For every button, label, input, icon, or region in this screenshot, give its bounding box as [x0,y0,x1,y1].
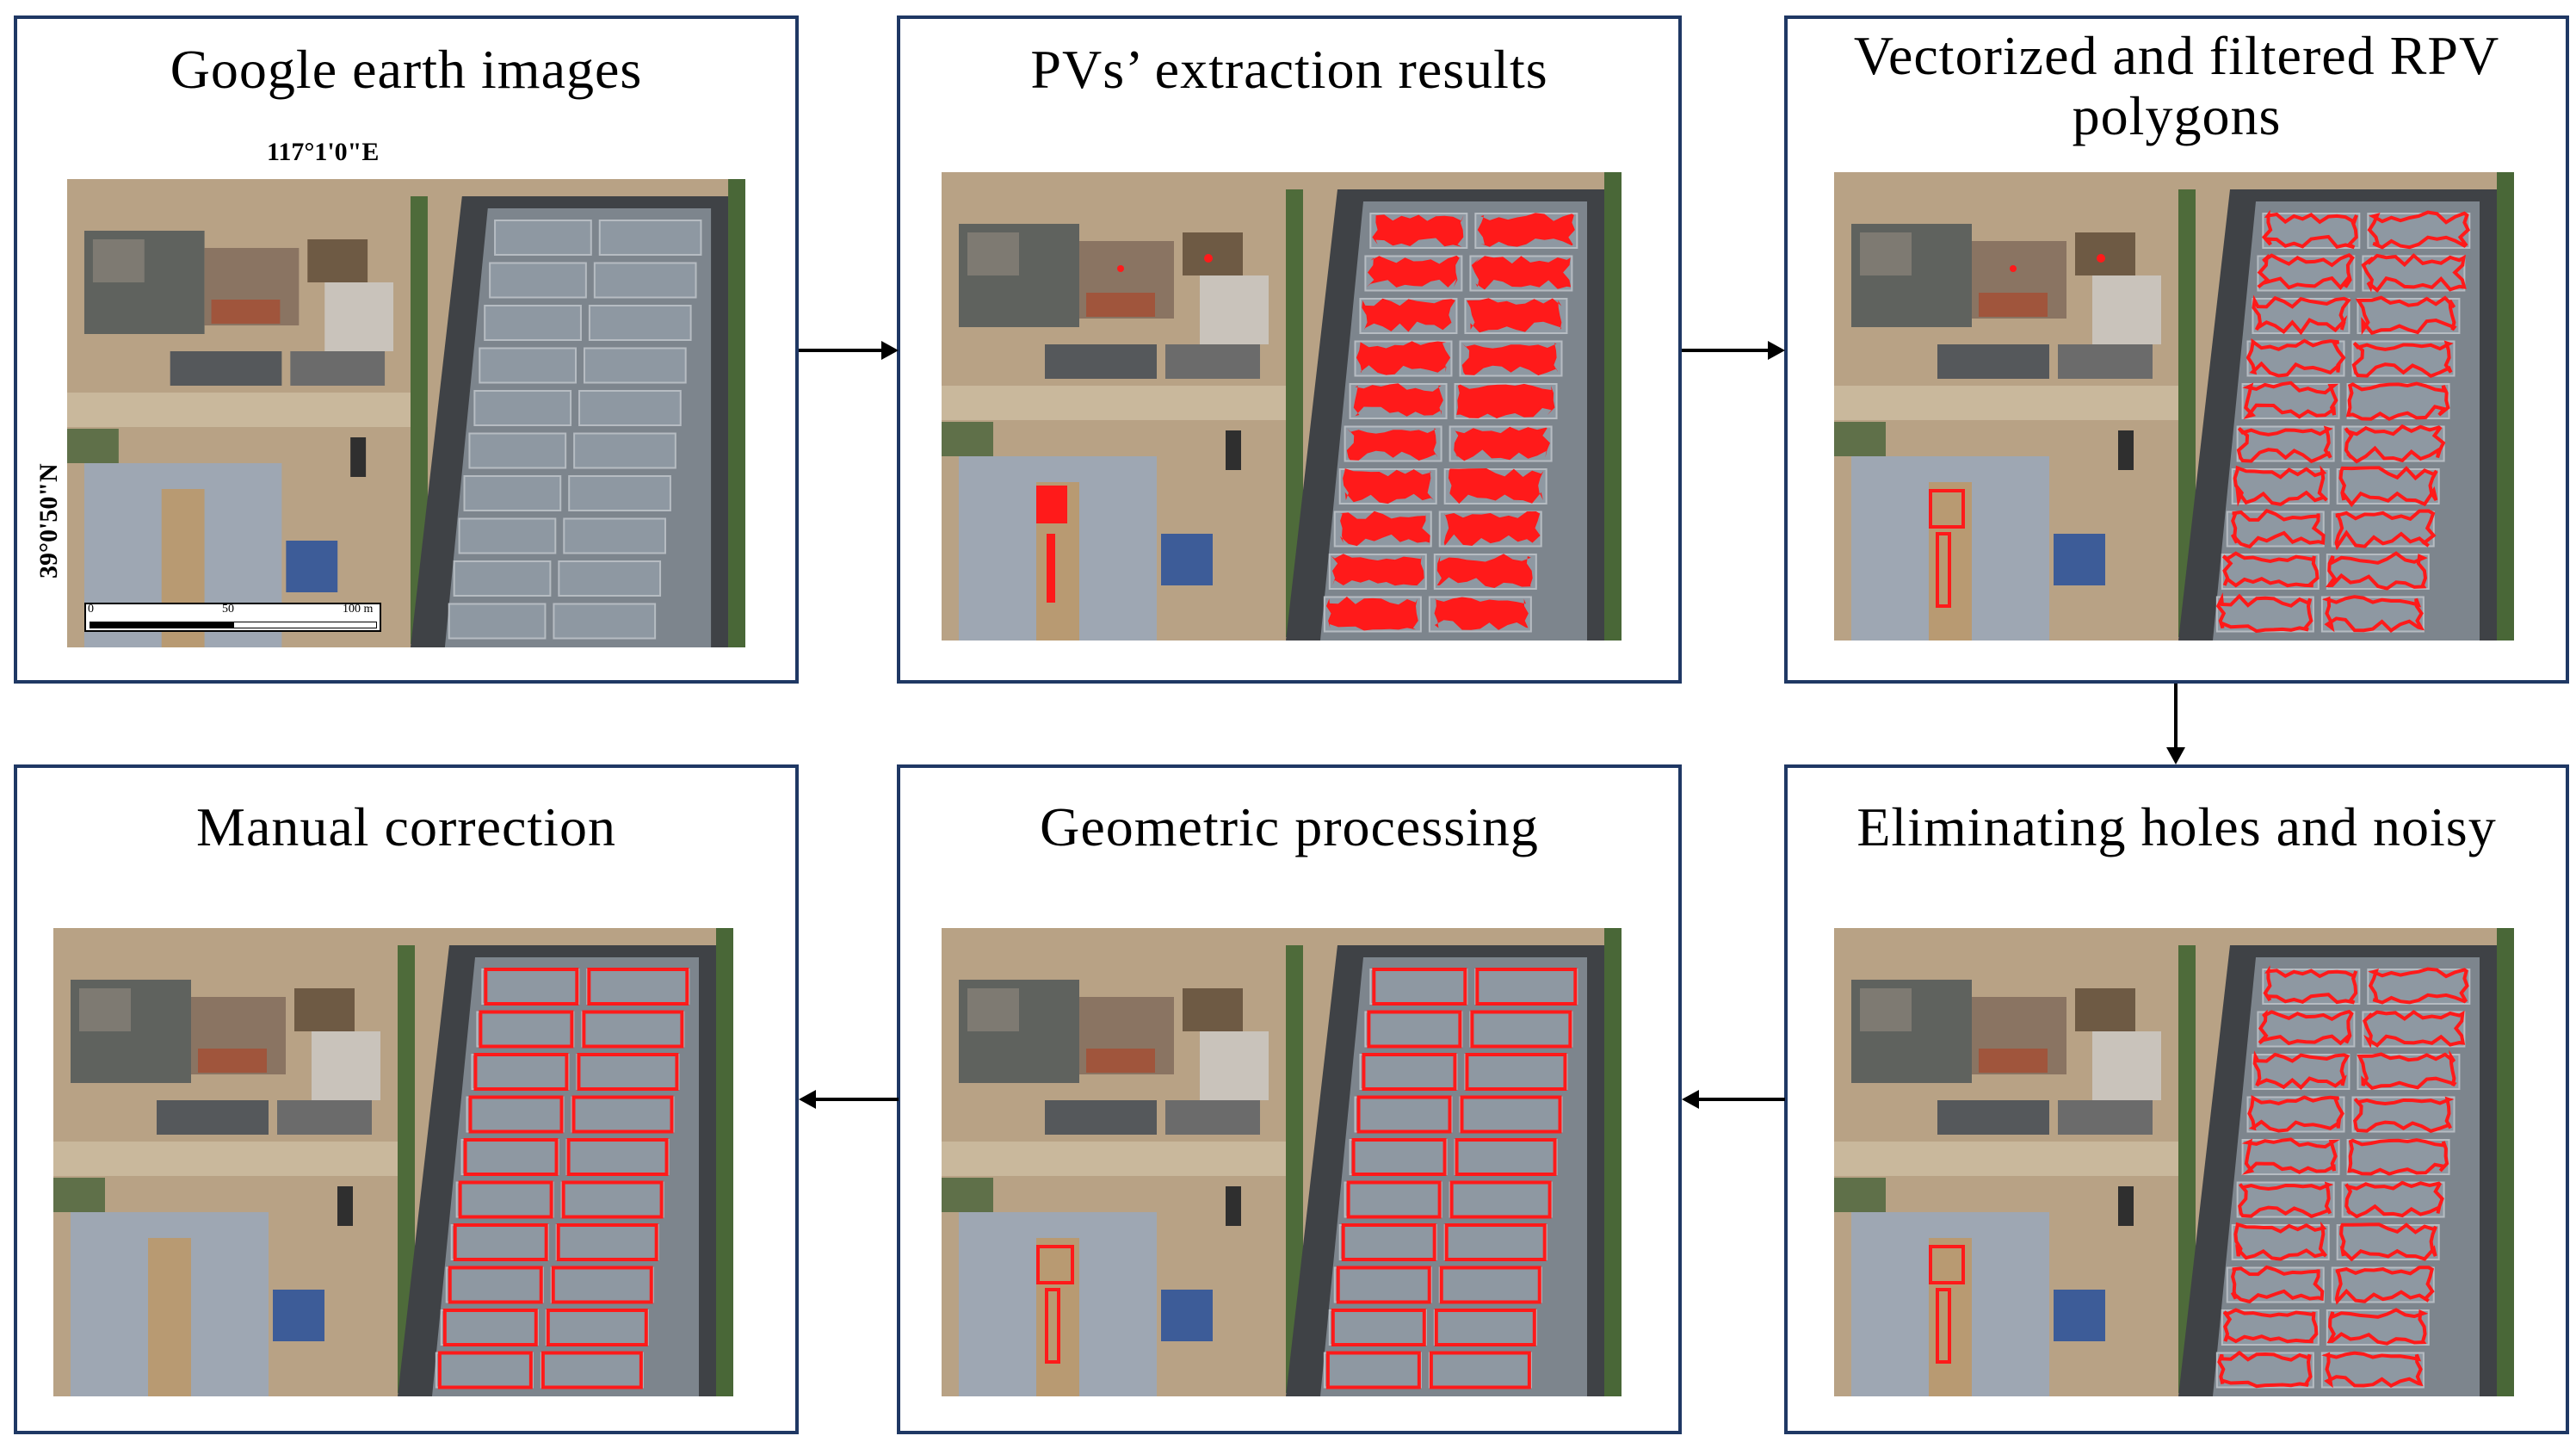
panel-title: Google earth images [170,39,643,100]
satellite-image-manual [53,928,733,1396]
panel-title: Manual correction [196,796,616,857]
satellite-image-holes-eliminated [1834,928,2514,1396]
latitude-label: 39°0'50"N [34,463,63,579]
arrow-left-1 [1682,1090,1785,1109]
panel-title: Geometric processing [1040,796,1539,857]
satellite-image-original [67,179,745,647]
satellite-image-geometric [942,928,1622,1396]
panel-title: Eliminating holes and noisy [1856,796,2497,857]
arrow-down [2166,684,2185,764]
panel-title: PVs’ extraction results [1030,39,1548,100]
arrow-right-1 [799,341,899,360]
satellite-image-extraction [942,172,1622,641]
scale-tick-100: 100 m [343,603,374,616]
arrow-right-2 [1682,341,1785,360]
scale-tick-0: 0 [88,603,94,616]
longitude-label: 117°1'0"E [267,138,380,166]
scale-bar: 0 50 100 m [84,603,381,632]
arrow-left-2 [799,1090,899,1109]
scale-tick-50: 50 [222,603,234,616]
panel-title: Vectorized and filtered RPV polygons [1853,25,2500,146]
satellite-image-vectorized [1834,172,2514,641]
